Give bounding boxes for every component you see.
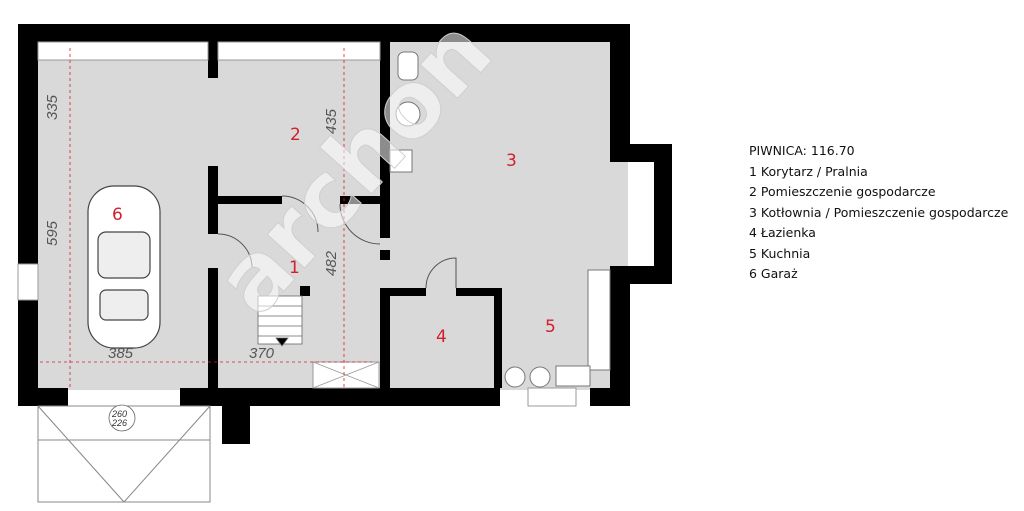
dim-595: 595 — [44, 220, 61, 246]
room-number-5: 5 — [545, 317, 556, 337]
window-crosses — [312, 361, 380, 389]
dim-482: 482 — [323, 250, 340, 276]
legend-item: 6 Garaż — [749, 266, 798, 281]
fixtures — [389, 51, 611, 388]
room-number-4: 4 — [436, 327, 447, 347]
legend-item: 5 Kuchnia — [749, 245, 811, 261]
legend-item: 3 Kotłownia / Pomieszczenie gospodarcze — [749, 204, 1009, 220]
room-number-3: 3 — [506, 151, 517, 171]
dim-385: 385 — [108, 345, 134, 362]
room-number-1: 1 — [289, 258, 300, 278]
dim-260: 260 — [111, 409, 127, 419]
dim-370: 370 — [249, 345, 275, 362]
room-legend: PIWNICA: 116.70 1 Korytarz / Pralnia 2 P… — [749, 141, 1008, 285]
legend-item: 2 Pomieszczenie gospodarcze — [749, 184, 936, 199]
car-icon — [87, 185, 161, 349]
exterior-walls — [18, 24, 672, 444]
dimension-lines — [40, 48, 372, 388]
legend-item: 4 Łazienka — [749, 225, 816, 240]
dim-226: 226 — [111, 418, 127, 428]
dim-335: 335 — [44, 94, 61, 120]
doors — [217, 195, 457, 289]
interior-walls — [208, 42, 502, 388]
legend-title: PIWNICA: 116.70 — [749, 143, 855, 158]
stairs — [257, 295, 303, 347]
room-number-6: 6 — [112, 205, 123, 225]
room-number-2: 2 — [290, 125, 301, 145]
dim-435: 435 — [323, 108, 340, 134]
dimension-circle — [108, 404, 136, 432]
legend-item: 1 Korytarz / Pralnia — [749, 163, 868, 179]
